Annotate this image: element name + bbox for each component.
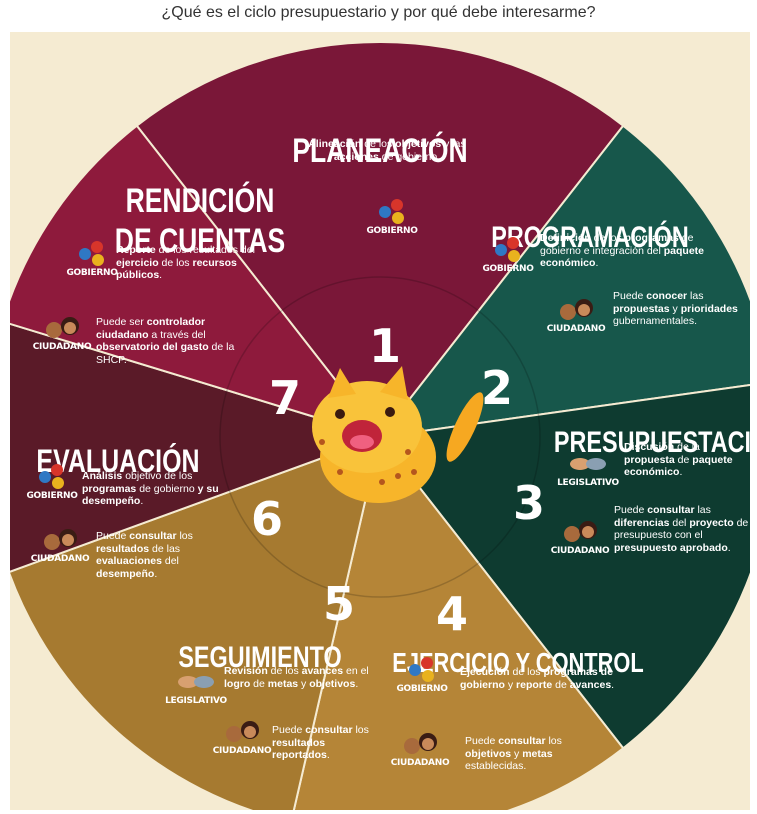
ciudadano-icon: CIUDADANO [31,529,90,564]
stage-description: Puede consultar los resultados reportado… [272,724,369,761]
stage-number: 2 [481,361,513,415]
page-title: ¿Qué es el ciclo presupuestario y por qu… [161,4,596,21]
stage-description: Puede conocer las propuestas y prioridad… [613,290,738,327]
stage-heading-planeacion: PLANEACIÓN [292,130,467,170]
stage-description: Discusión de la propuesta de paquete eco… [624,441,733,478]
stage-description: Ejecución de los programas de gobierno y… [460,666,615,691]
stage-description: Puede consultar los objetivos y metas es… [465,735,562,772]
actor-label: CIUDADANO [551,546,610,556]
stage-description: Alineación de los objetivos y las accion… [308,138,466,163]
stage-heading-ejercicio: EJERCICIO Y CONTROL [392,647,643,678]
gobierno-icon: GOBIERNO [396,657,449,694]
stage-wedge-evaluacion [10,322,384,573]
actor-label: GOBIERNO [396,684,448,694]
stage-heading-evaluacion: EVALUACIÓN [36,442,199,480]
stage-description: Puede consultar las diferencias del proy… [614,504,749,554]
stage-description: Definición de los programas de gobierno … [540,232,705,269]
gobierno-icon: GOBIERNO [66,241,119,278]
jaguar-mascot-icon [312,366,484,503]
gobierno-icon: GOBIERNO [482,237,535,274]
actor-label: CIUDADANO [33,342,92,352]
actor-label: CIUDADANO [213,746,272,756]
actor-label: GOBIERNO [66,268,118,278]
actor-label: CIUDADANO [31,554,90,564]
stage-number: 3 [513,476,545,530]
actor-label: GOBIERNO [26,491,78,501]
stage-wedge-programacion [377,124,750,439]
ciudadano-icon: CIUDADANO [391,733,450,768]
stage-wedge-ejercicio [292,434,625,810]
actor-label: GOBIERNO [482,264,534,274]
stage-number: 6 [251,492,283,546]
ciudadano-icon: CIUDADANO [33,317,92,352]
legislativo-icon: LEGISLATIVO [557,458,620,488]
actor-label: GOBIERNO [366,226,418,236]
ciudadano-icon: CIUDADANO [551,521,610,556]
stage-heading-programacion: PROGRAMACIÓN [491,219,689,254]
stage-description: Puede ser controlador ciudadano a través… [96,316,235,366]
stage-heading-seguimiento: SEGUIMIENTO [178,640,341,673]
stage-description: Reporte de los resultados del ejercicio … [116,244,255,281]
actor-label: LEGISLATIVO [165,696,227,706]
stage-heading-presupuestacion: PRESUPUESTACIÓN [554,424,750,459]
legislativo-icon: LEGISLATIVO [165,676,228,706]
ciudadano-icon: CIUDADANO [547,299,606,334]
stage-description: Revisión de los avances en el logro de m… [224,665,369,690]
actor-label: CIUDADANO [391,758,450,768]
gobierno-icon: GOBIERNO [26,464,79,501]
ciudadano-icon: CIUDADANO [213,721,272,756]
stage-description: Análisis objetivo de los programas de go… [82,470,219,507]
stage-number: 1 [369,319,401,373]
actor-label: CIUDADANO [547,324,606,334]
stage-wedge-planeacion [135,41,625,439]
stage-wedge-rendicion [10,124,383,439]
stage-number: 5 [323,577,355,631]
stage-wedge-seguimiento [10,435,382,810]
stage-number: 4 [436,587,468,641]
stage-description: Puede consultar los resultados de las ev… [96,530,193,580]
actor-label: LEGISLATIVO [557,478,619,488]
stage-wedge-presupuestacion [378,383,750,750]
stage-number: 7 [269,371,301,425]
gobierno-icon: GOBIERNO [366,199,419,236]
